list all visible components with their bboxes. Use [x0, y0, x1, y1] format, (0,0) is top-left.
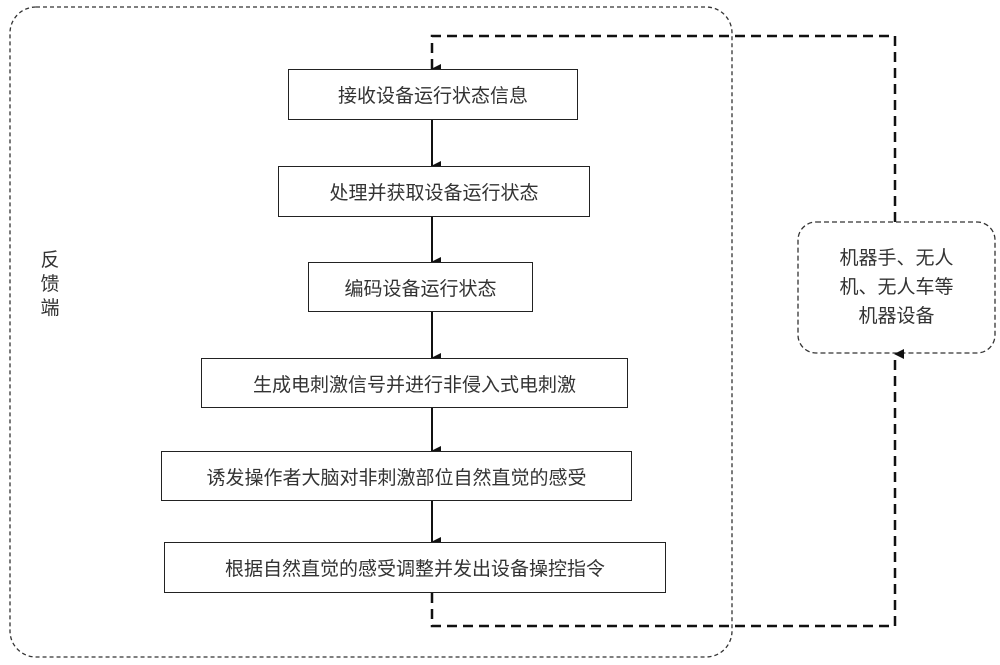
step-encode-status: 编码设备运行状态: [308, 262, 533, 312]
step-induce-perception: 诱发操作者大脑对非刺激部位自然直觉的感受: [161, 451, 632, 501]
step-generate-stimulation: 生成电刺激信号并进行非侵入式电刺激: [201, 358, 628, 408]
feedback-loop-top: [430, 34, 897, 222]
step-issue-command: 根据自然直觉的感受调整并发出设备操控指令: [164, 542, 666, 593]
device-label: 机器手、无人 机、无人车等 机器设备: [798, 222, 995, 353]
feedback-end-label: 反馈端: [40, 249, 60, 319]
step-receive-status: 接收设备运行状态信息: [288, 69, 578, 120]
device-label-line: 机器手、无人: [839, 247, 954, 269]
feedback-container: [9, 6, 733, 658]
device-label-line: 机、无人车等: [839, 276, 954, 298]
device-label-line: 机器设备: [858, 305, 935, 327]
step-process-status: 处理并获取设备运行状态: [278, 166, 590, 217]
command-loop-bottom: [430, 349, 904, 628]
